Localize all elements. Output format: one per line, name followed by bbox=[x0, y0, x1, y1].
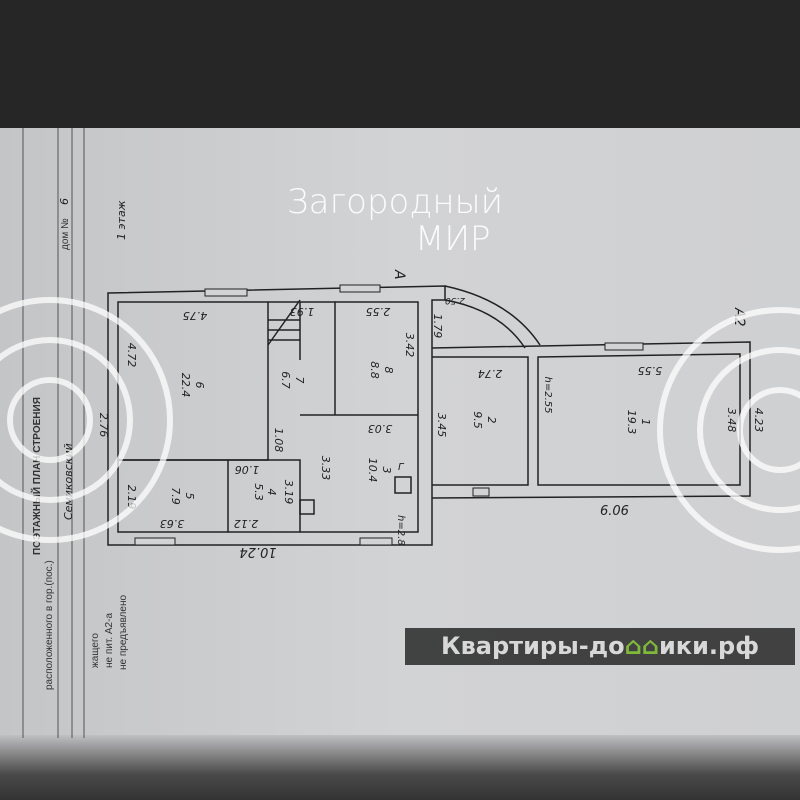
dim-193: 1.93 bbox=[290, 305, 315, 318]
room-1-number: 1 bbox=[639, 419, 652, 426]
room-8-number: 8 bbox=[382, 367, 395, 374]
room-4-area: 5.3 bbox=[252, 483, 265, 501]
dim-108: 1.08 bbox=[272, 428, 285, 453]
room-3-area: 10.4 bbox=[366, 458, 379, 483]
brand-watermark-line2: МИР bbox=[415, 219, 491, 259]
owner-line: жащего bbox=[90, 633, 101, 668]
marker-a: А bbox=[391, 269, 407, 280]
dim-255: 2.55 bbox=[366, 305, 391, 318]
dark-background-top bbox=[0, 0, 800, 128]
room-2-area: 9.5 bbox=[471, 411, 484, 429]
dim-475: 4.75 bbox=[183, 309, 208, 322]
room-5-area: 7.9 bbox=[169, 487, 182, 505]
dimension-labels: 4.75 4.72 2.76 2.19 3.63 1.06 2.12 3.19 … bbox=[97, 269, 765, 559]
dim-250: 2.50 bbox=[445, 295, 465, 305]
dim-303: 3.03 bbox=[368, 422, 393, 435]
dim-319: 3.19 bbox=[282, 480, 295, 505]
site-text-end: ики.рф bbox=[658, 632, 759, 660]
room-1-area: 19.3 bbox=[625, 410, 638, 435]
margin-lines bbox=[22, 128, 85, 738]
room-2-number: 2 bbox=[485, 417, 498, 424]
plan-title: ПОЭТАЖНЫЙ ПЛАН СТРОЕНИЯ bbox=[30, 397, 43, 555]
mandala-watermark-right bbox=[657, 307, 800, 553]
house-number: 6 bbox=[58, 198, 71, 205]
room-7-area: 6.7 bbox=[279, 371, 292, 389]
room-6-area: 22.4 bbox=[179, 373, 192, 398]
lit-line: не пит. А2-а bbox=[104, 613, 115, 668]
not-presented: не предъявлено bbox=[118, 595, 129, 670]
dim-179: 1.79 bbox=[431, 314, 444, 339]
dark-background-bottom bbox=[0, 735, 800, 800]
site-watermark-banner: Квартиры-до⌂⌂ики.рф bbox=[405, 628, 795, 665]
dim-423: 4.23 bbox=[752, 408, 765, 433]
room-8-area: 8.8 bbox=[368, 361, 381, 379]
dim-363: 3.63 bbox=[160, 517, 185, 530]
document-text: ПОЭТАЖНЫЙ ПЛАН СТРОЕНИЯ дом № 6 1 этаж р… bbox=[30, 198, 129, 690]
dim-472: 4.72 bbox=[125, 343, 138, 368]
room-3-number: 3 bbox=[380, 467, 393, 474]
dim-345: 3.45 bbox=[435, 413, 448, 438]
brand-watermark-line1: Загородный bbox=[287, 182, 503, 222]
site-text-start: Квартиры-до bbox=[440, 632, 625, 660]
floor-label: 1 этаж bbox=[115, 200, 128, 240]
windows bbox=[134, 284, 644, 546]
room-7-number: 7 bbox=[293, 377, 306, 384]
house-number-label: дом № bbox=[60, 218, 71, 250]
dim-606: 6.06 bbox=[600, 504, 629, 519]
room-4-number: 4 bbox=[265, 489, 278, 496]
walls bbox=[107, 285, 751, 546]
dim-274: 2.74 bbox=[478, 367, 503, 380]
dim-555: 5.55 bbox=[638, 364, 663, 377]
room-5-number: 5 bbox=[183, 493, 196, 500]
mandala-watermark-left bbox=[0, 297, 173, 543]
dim-348: 3.48 bbox=[725, 408, 738, 433]
dim-1024: 10.24 bbox=[239, 544, 276, 559]
room-3-height: h=2.8 bbox=[395, 515, 406, 546]
house-logo-icon: ⌂⌂ bbox=[624, 632, 659, 660]
dim-212: 2.12 bbox=[234, 517, 259, 530]
dim-106: 1.06 bbox=[235, 463, 260, 476]
room-1-height: h=2.55 bbox=[542, 377, 553, 414]
room-6-number: 6 bbox=[193, 382, 206, 389]
dim-342: 3.42 bbox=[403, 333, 416, 358]
stove-mark: Г bbox=[398, 462, 405, 473]
dim-333: 3.33 bbox=[319, 456, 332, 481]
dim-276: 2.76 bbox=[97, 413, 110, 438]
room-labels: 6 22.4 5 7.9 4 5.3 7 6.7 8 8.8 3 10.4 2 … bbox=[169, 361, 652, 505]
location-line: расположенного в гор.(пос.) bbox=[44, 560, 55, 690]
